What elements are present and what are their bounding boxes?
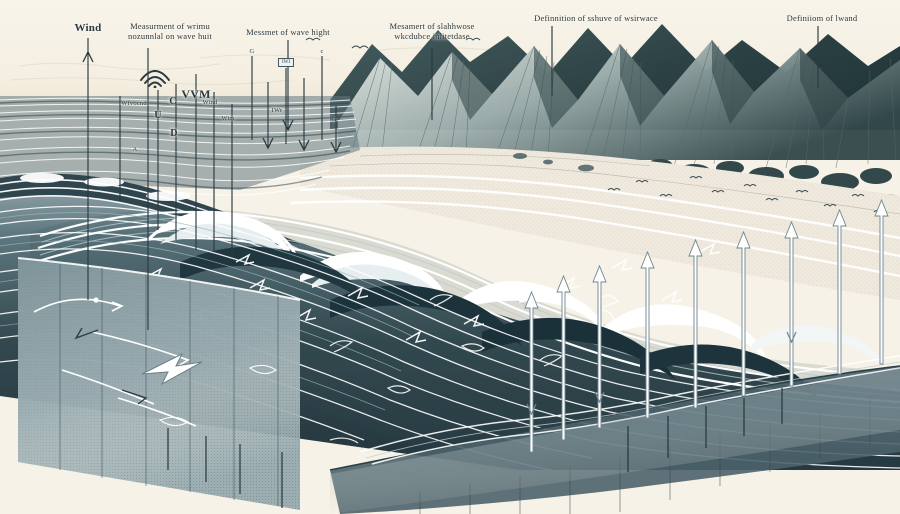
open-ocean [0,96,360,196]
seabed-shelf [329,355,900,514]
depth-drop-lines [167,388,783,508]
surf-lines [289,174,900,278]
mountains-mid [338,40,900,160]
water-glyphs [158,343,486,444]
sensor-tag: IWI [277,58,295,67]
block-grid [59,264,279,506]
leader-arrowheads [82,50,342,154]
leader-lines [87,26,819,330]
cutaway-block [17,257,301,510]
upward-measurement-arrows [524,198,889,453]
breaking-crests [146,210,886,372]
beach-sand [300,146,900,300]
wifi-wave-icon [140,70,170,88]
